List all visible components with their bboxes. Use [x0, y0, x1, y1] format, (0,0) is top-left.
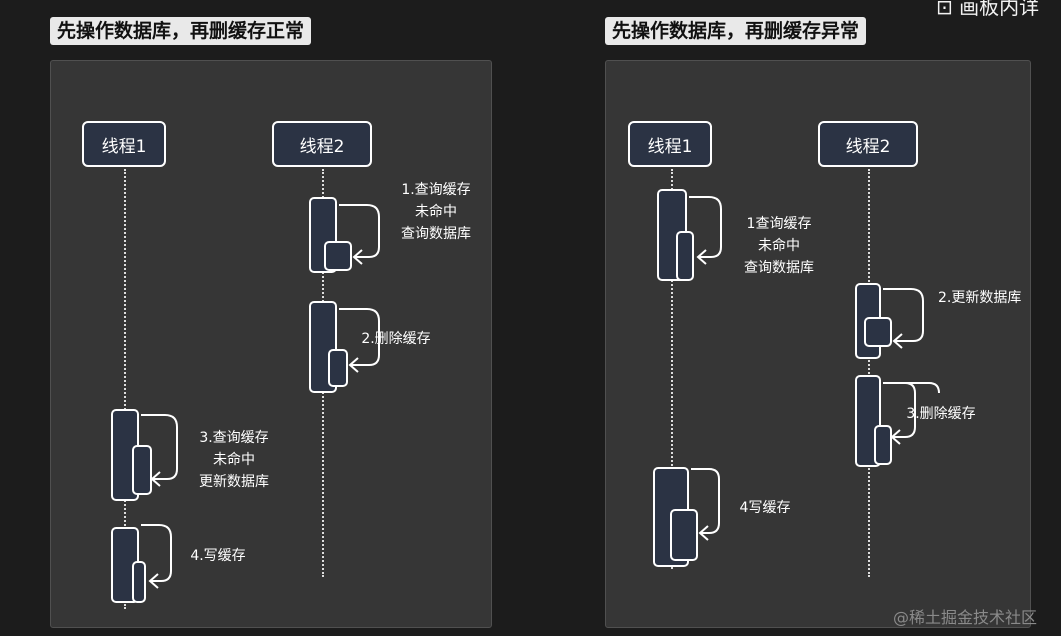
left-step4-line1: 4.写缓存	[190, 548, 246, 564]
right-step1-line2: 未命中	[758, 238, 800, 254]
left-step2-self-arrow	[339, 308, 380, 373]
left-thread2-box: 线程2	[272, 121, 372, 167]
right-step1-nested-activation	[676, 231, 694, 281]
right-thread2-label: 线程2	[845, 136, 891, 157]
right-thread1-lifeline	[671, 169, 673, 569]
right-step1-line3: 查询数据库	[744, 260, 814, 276]
right-step3-note: 3.删除缓存	[896, 403, 986, 425]
right-diagram-panel: 线程1 线程2 1查询缓存 未命中 查询数据库 2.更新数据库 3.删除缓存	[605, 60, 1031, 628]
watermark: @稀土掘金技术社区	[893, 608, 1038, 627]
right-step4-nested-activation	[670, 509, 698, 561]
right-step4-line1: 4写缓存	[739, 500, 791, 516]
right-step2-note: 2.更新数据库	[938, 287, 1030, 309]
canvas-details-label[interactable]: ⊡ 画板内详	[936, 0, 1040, 19]
right-step2-line1: 2.更新数据库	[938, 290, 1022, 306]
right-thread2-box: 线程2	[818, 121, 918, 167]
right-step2-self-arrow	[883, 288, 924, 349]
right-thread2-lifeline	[868, 169, 870, 577]
right-step4-note: 4写缓存	[730, 497, 800, 519]
right-step1-self-arrow	[689, 196, 722, 265]
left-step3-note: 3.查询缓存 未命中 更新数据库	[189, 427, 279, 493]
left-step3-self-arrow	[141, 414, 178, 487]
right-step3-line1: 3.删除缓存	[906, 406, 976, 422]
left-diagram-title: 先操作数据库，再删缓存正常	[50, 17, 312, 45]
left-step4-nested-activation	[132, 561, 146, 603]
left-step3-nested-activation	[132, 445, 152, 495]
left-step3-line3: 更新数据库	[199, 474, 269, 490]
left-thread1-lifeline	[124, 169, 126, 609]
left-step4-note: 4.写缓存	[183, 545, 253, 567]
left-step1-line3: 查询数据库	[401, 226, 471, 242]
right-step1-line1: 1查询缓存	[746, 216, 812, 232]
left-thread1-label: 线程1	[101, 136, 147, 157]
left-step1-self-arrow	[339, 204, 380, 265]
left-step3-line1: 3.查询缓存	[199, 430, 269, 446]
left-step1-line2: 未命中	[415, 204, 457, 220]
right-step4-self-arrow	[691, 468, 720, 541]
left-thread1-box: 线程1	[82, 121, 166, 167]
left-step1-line1: 1.查询缓存	[401, 182, 471, 198]
left-diagram-panel: 线程1 线程2 1.查询缓存 未命中 查询数据库 2.删除缓存 3.查询缓存 未…	[50, 60, 492, 628]
left-step2-nested-activation	[328, 349, 348, 387]
right-diagram-title: 先操作数据库，再删缓存异常	[605, 17, 867, 45]
right-step3-nested-activation	[874, 425, 892, 465]
left-step1-nested-activation	[324, 241, 352, 271]
left-step1-note: 1.查询缓存 未命中 查询数据库	[391, 179, 481, 245]
right-step3-self-arrow	[883, 382, 940, 445]
right-step2-nested-activation	[864, 317, 892, 347]
right-thread1-box: 线程1	[628, 121, 712, 167]
left-step2-line1: 2.删除缓存	[361, 331, 431, 347]
left-step3-line2: 未命中	[213, 452, 255, 468]
left-step2-note: 2.删除缓存	[351, 328, 441, 350]
right-thread1-label: 线程1	[647, 136, 693, 157]
left-thread2-label: 线程2	[299, 136, 345, 157]
left-step4-self-arrow	[141, 524, 172, 589]
right-step1-note: 1查询缓存 未命中 查询数据库	[734, 213, 824, 279]
